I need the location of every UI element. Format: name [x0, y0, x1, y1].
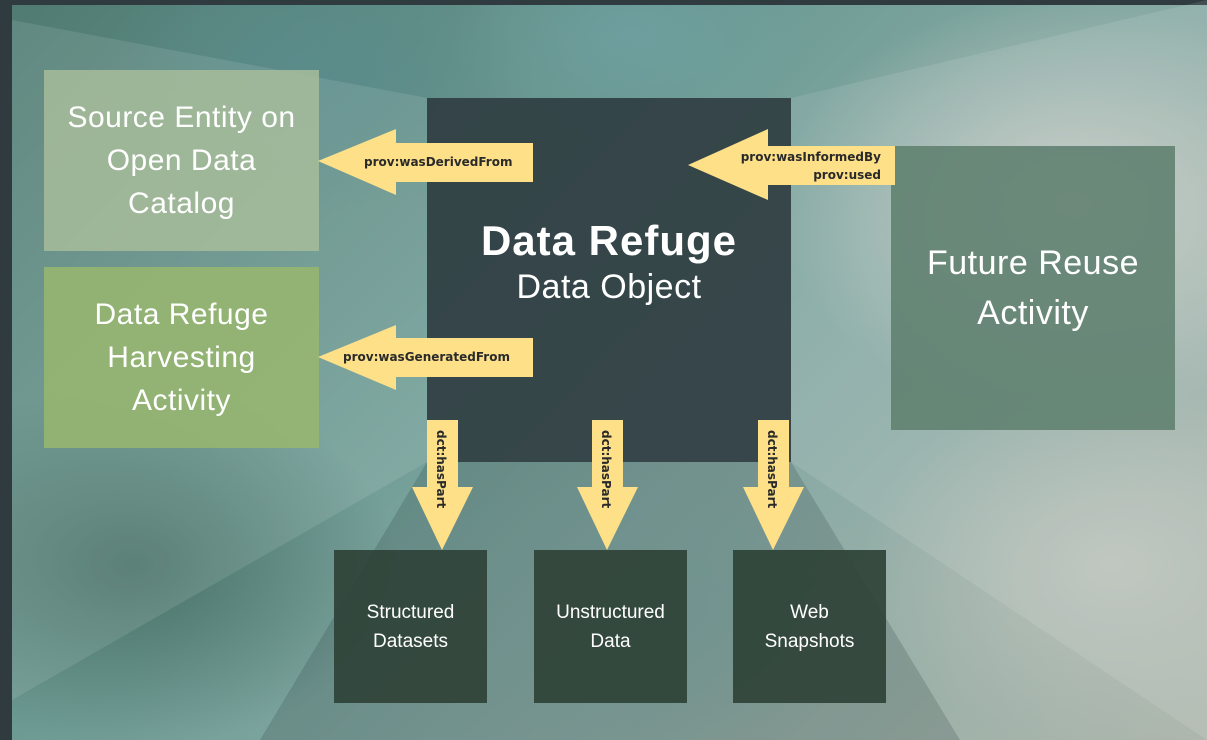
source-entity-line1: Source Entity on — [67, 101, 296, 134]
unstructured-line2: Data — [590, 630, 631, 652]
unstructured-data-box: Unstructured Data — [534, 550, 687, 703]
arrow-haspart-1 — [412, 420, 473, 550]
label-used: prov:used — [813, 168, 881, 182]
harvesting-activity-box: Data Refuge Harvesting Activity — [44, 267, 319, 448]
center-title: Data Refuge — [480, 217, 738, 264]
label-has-part-3: dct:hasPart — [765, 430, 779, 509]
structured-line1: Structured — [366, 601, 455, 623]
future-reuse-line1: Future Reuse — [927, 244, 1139, 282]
label-was-informed-by: prov:wasInformedBy — [740, 150, 881, 164]
source-entity-line2: Open Data — [106, 144, 257, 177]
future-reuse-line2: Activity — [977, 294, 1089, 332]
harvesting-line3: Activity — [131, 384, 231, 417]
arrow-haspart-3 — [743, 420, 804, 550]
harvesting-line2: Harvesting — [107, 341, 256, 374]
structured-line2: Datasets — [373, 630, 448, 652]
web-snapshots-line1: Web — [790, 601, 829, 623]
center-subtitle: Data Object — [516, 268, 702, 306]
label-has-part-1: dct:hasPart — [434, 430, 448, 509]
structured-datasets-box: Structured Datasets — [334, 550, 487, 703]
label-was-generated-from: prov:wasGeneratedFrom — [343, 350, 510, 364]
web-snapshots-box: Web Snapshots — [733, 550, 886, 703]
center-data-object-box: Data Refuge Data Object — [427, 98, 791, 462]
source-entity-box: Source Entity on Open Data Catalog — [44, 70, 319, 251]
arrow-derived — [318, 129, 533, 195]
future-reuse-box: Future Reuse Activity — [891, 146, 1175, 430]
label-has-part-2: dct:hasPart — [599, 430, 613, 509]
web-snapshots-line2: Snapshots — [764, 630, 855, 652]
label-was-derived-from: prov:wasDerivedFrom — [364, 155, 513, 169]
arrow-generated — [318, 325, 533, 390]
harvesting-line1: Data Refuge — [94, 298, 269, 331]
arrow-informed — [688, 129, 895, 200]
arrow-haspart-2 — [577, 420, 638, 550]
source-entity-line3: Catalog — [128, 187, 235, 220]
unstructured-line1: Unstructured — [556, 601, 665, 623]
